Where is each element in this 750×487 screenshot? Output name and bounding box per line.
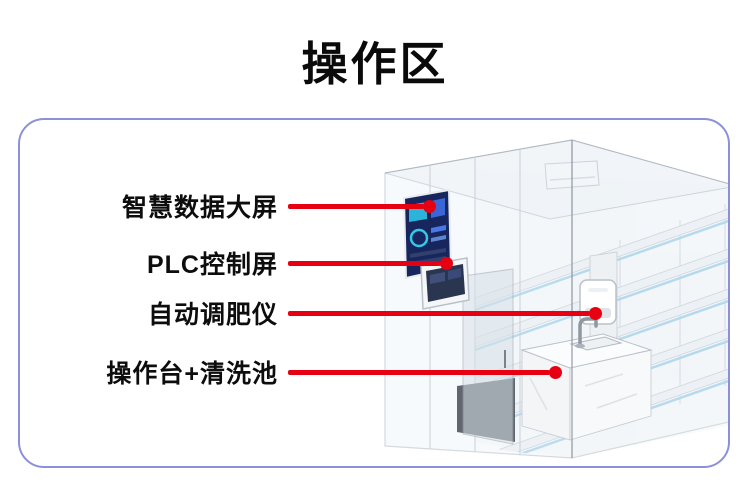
callout-label: PLC控制屏 xyxy=(146,251,278,279)
callout-line xyxy=(288,203,424,209)
callout-dot xyxy=(440,256,453,270)
page-title: 操作区 xyxy=(301,38,449,90)
callout-line xyxy=(288,310,590,316)
plc-control-screen xyxy=(420,257,470,310)
callout-label: 自动调肥仪 xyxy=(147,301,278,329)
faucet xyxy=(575,317,598,349)
callout-label: 操作台+清洗池 xyxy=(106,360,278,388)
callout-smart-data-screen: 智慧数据大屏 xyxy=(42,186,436,226)
operation-area-card: 智慧数据大屏 PLC控制屏 自动调肥仪 操作台+清洗池 xyxy=(18,118,730,468)
callout-plc-control-screen: PLC控制屏 xyxy=(42,243,453,283)
callout-dot xyxy=(549,365,562,379)
callout-dot xyxy=(589,306,602,320)
callout-line xyxy=(288,260,441,266)
callout-label: 智慧数据大屏 xyxy=(121,194,278,222)
operation-room-illustration xyxy=(384,139,728,460)
callout-line xyxy=(288,369,550,375)
callout-dot xyxy=(423,199,436,213)
callout-auto-fertilizer-device: 自动调肥仪 xyxy=(42,293,602,333)
callout-operation-counter-sink: 操作台+清洗池 xyxy=(42,352,562,392)
